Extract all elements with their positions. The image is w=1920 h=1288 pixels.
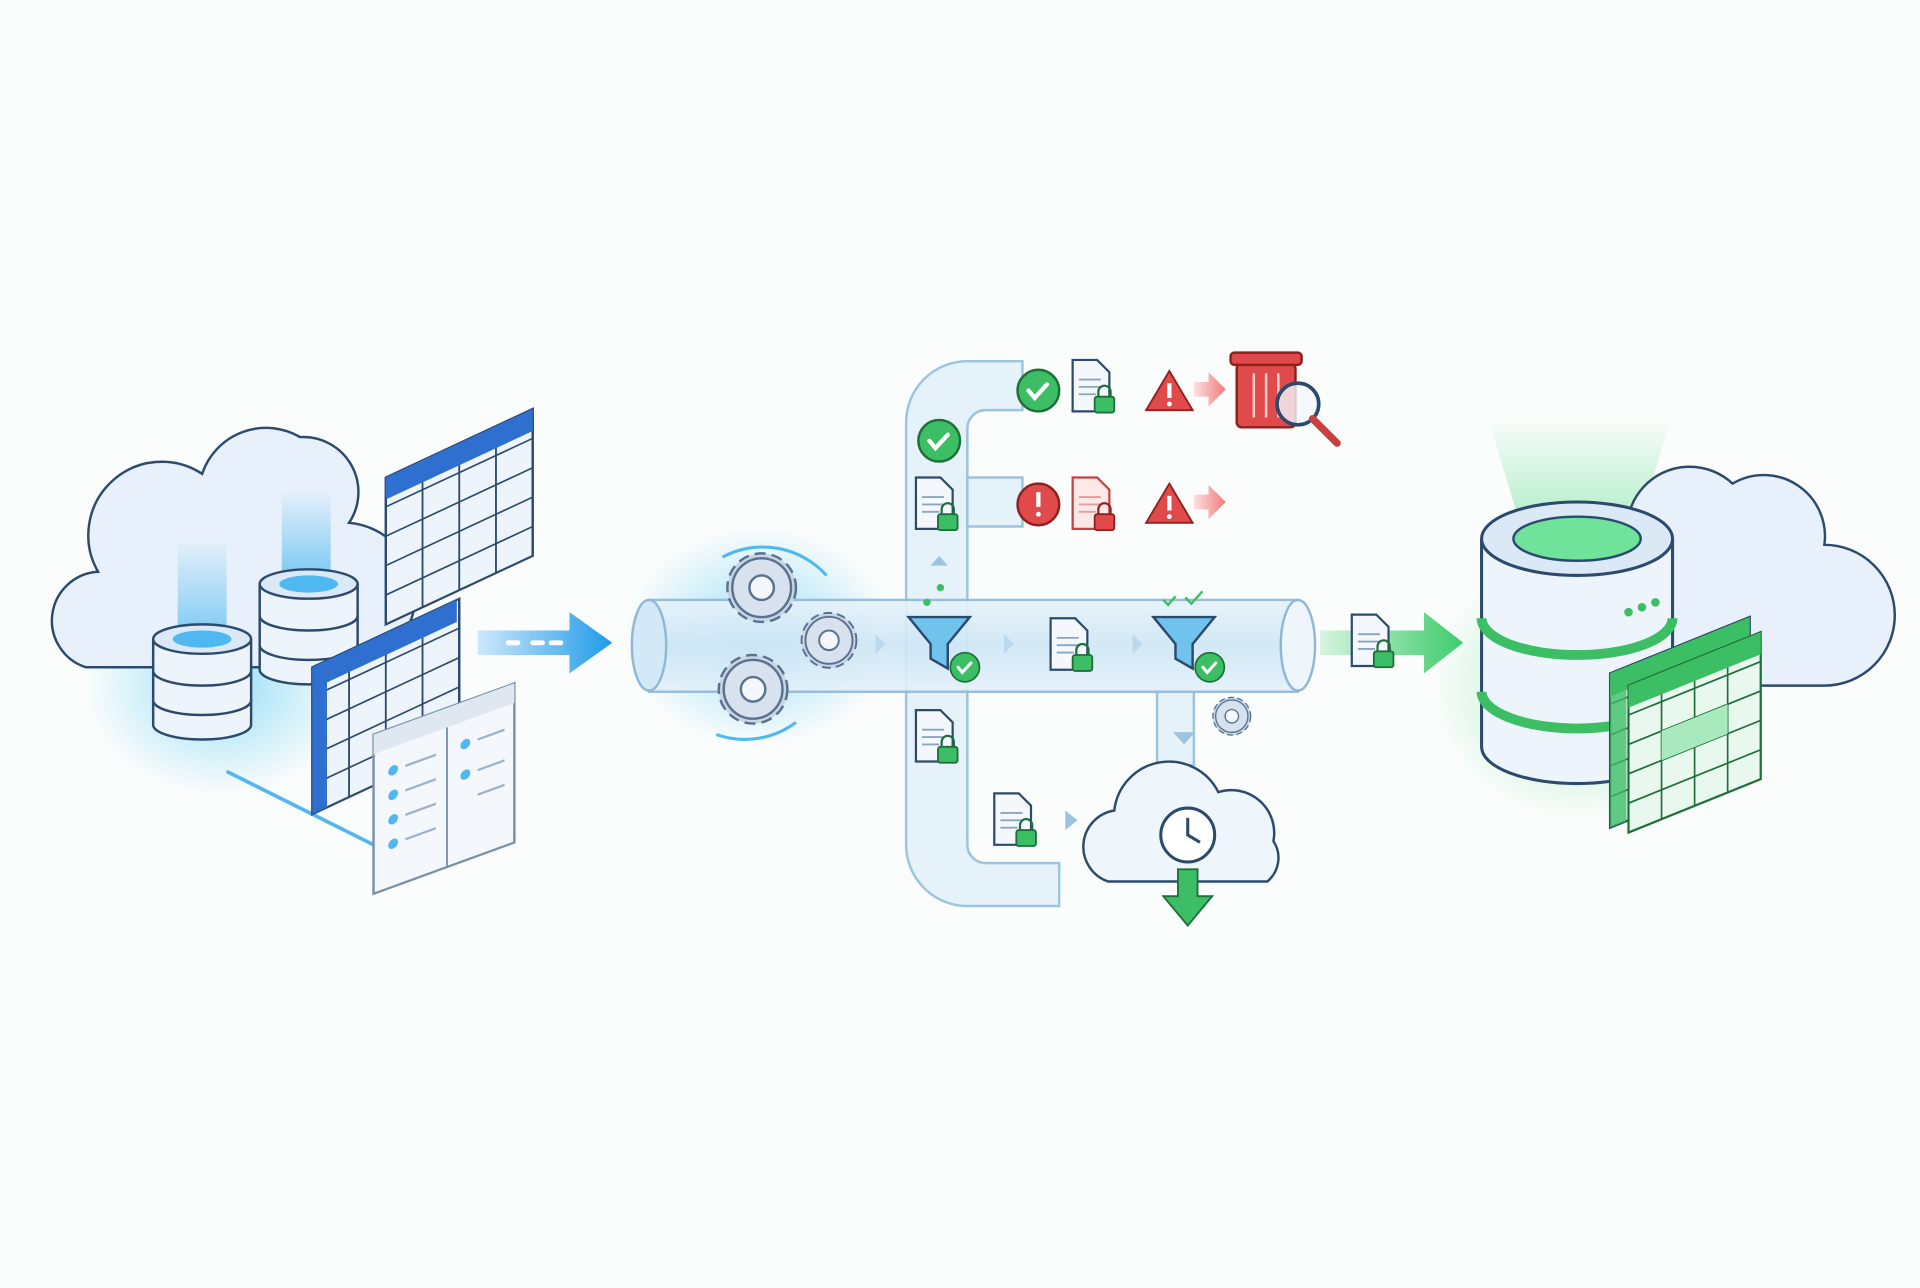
down-chevron [1173, 732, 1196, 745]
branch-tube [966, 476, 1024, 528]
gear-icon [717, 653, 789, 725]
warning-icon [1146, 484, 1193, 523]
document-lock-icon [993, 792, 1038, 848]
download-arrow-icon [1161, 868, 1215, 928]
check-circle-icon [1018, 370, 1060, 412]
particle [936, 584, 945, 592]
destination-stage [1432, 416, 1897, 835]
gear-icon [1212, 696, 1252, 736]
spreadsheet-icon [1627, 630, 1762, 835]
branch-tube [1155, 691, 1196, 767]
spreadsheet-icon [310, 597, 461, 816]
list-panel-icon [372, 681, 516, 896]
reject-arrow [1193, 372, 1226, 407]
rotation-arrow [715, 545, 828, 741]
error-circle-icon [1016, 482, 1061, 527]
flow-arrow-out [1319, 612, 1464, 674]
check-circle-icon [1193, 651, 1226, 684]
check-marks [1162, 590, 1204, 607]
flow-arrow-in [477, 612, 613, 674]
cloud-clock-icon [1082, 760, 1280, 883]
data-beam [177, 538, 227, 637]
up-arrow-icon [930, 555, 948, 566]
document-lock-icon-rejected [1071, 476, 1116, 532]
pipeline-stage [624, 351, 1341, 928]
spreadsheet-icon [384, 407, 535, 626]
particle [923, 598, 931, 607]
flow-chevron [1065, 810, 1078, 831]
magnifier-icon [1275, 381, 1341, 447]
database-icon [151, 623, 253, 741]
document-lock-icon [1071, 358, 1116, 414]
check-circle-icon [948, 651, 981, 684]
document-lock-icon [1350, 613, 1395, 669]
warning-icon [1146, 371, 1193, 410]
gear-icon [800, 611, 858, 669]
flow-chevrons [875, 634, 1143, 654]
source-stage [50, 407, 535, 896]
check-circle-icon [918, 420, 960, 462]
connector-line [225, 769, 375, 847]
spreadsheet-icon [1608, 615, 1752, 830]
gear-icon [726, 552, 798, 624]
reject-arrow [1193, 484, 1226, 520]
data-beam [281, 489, 331, 576]
